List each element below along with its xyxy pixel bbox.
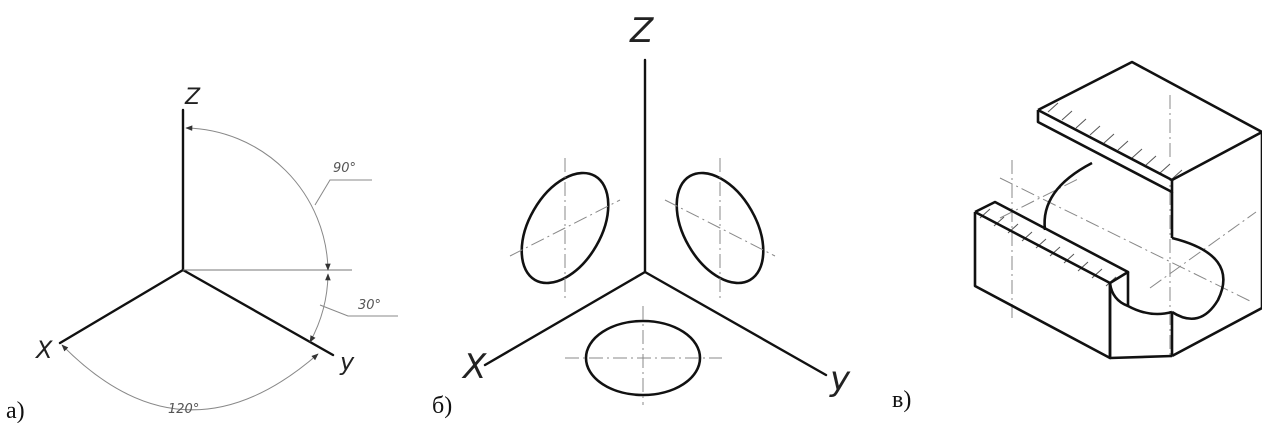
axis-x-label: X bbox=[34, 336, 53, 364]
axis-y-line bbox=[181, 268, 335, 357]
angle-arc-120 bbox=[61, 344, 319, 411]
angle-label-30: 30° bbox=[358, 298, 381, 313]
leader-90 bbox=[314, 179, 372, 206]
block-outline bbox=[973, 60, 1262, 360]
axis-x-line bbox=[58, 268, 185, 345]
panel-b: Z X y б) bbox=[432, 11, 851, 419]
leader-30 bbox=[319, 304, 398, 317]
axis-y-label: y bbox=[339, 348, 355, 376]
axis-z-label: Z bbox=[184, 85, 201, 110]
panel-label-c: в) bbox=[892, 387, 911, 413]
ellipse-bottom bbox=[565, 306, 722, 405]
axis-z-label: Z bbox=[629, 11, 654, 51]
axis-y-label: y bbox=[829, 359, 851, 399]
centerline-axis bbox=[999, 177, 1253, 303]
centerline-cross-left bbox=[999, 177, 1081, 219]
angle-arc-90 bbox=[185, 125, 331, 271]
axis-y-line bbox=[643, 270, 828, 377]
angle-label-90: 90° bbox=[333, 161, 356, 176]
panel-label-b: б) bbox=[432, 393, 452, 419]
angle-arc-30 bbox=[309, 273, 331, 343]
panel-c: в) bbox=[892, 60, 1262, 413]
axis-x-line bbox=[483, 270, 647, 367]
centerline-cross-right bbox=[1149, 211, 1257, 289]
ellipse-right bbox=[664, 158, 776, 298]
ellipse-left bbox=[509, 158, 621, 298]
axis-x-label: X bbox=[461, 347, 487, 387]
hatched-section-top bbox=[1038, 98, 1188, 182]
panel-label-a: а) bbox=[6, 398, 25, 423]
angle-label-120: 120° bbox=[168, 402, 199, 417]
panel-a: Z X y 90° 30° 120° а) bbox=[6, 85, 398, 423]
